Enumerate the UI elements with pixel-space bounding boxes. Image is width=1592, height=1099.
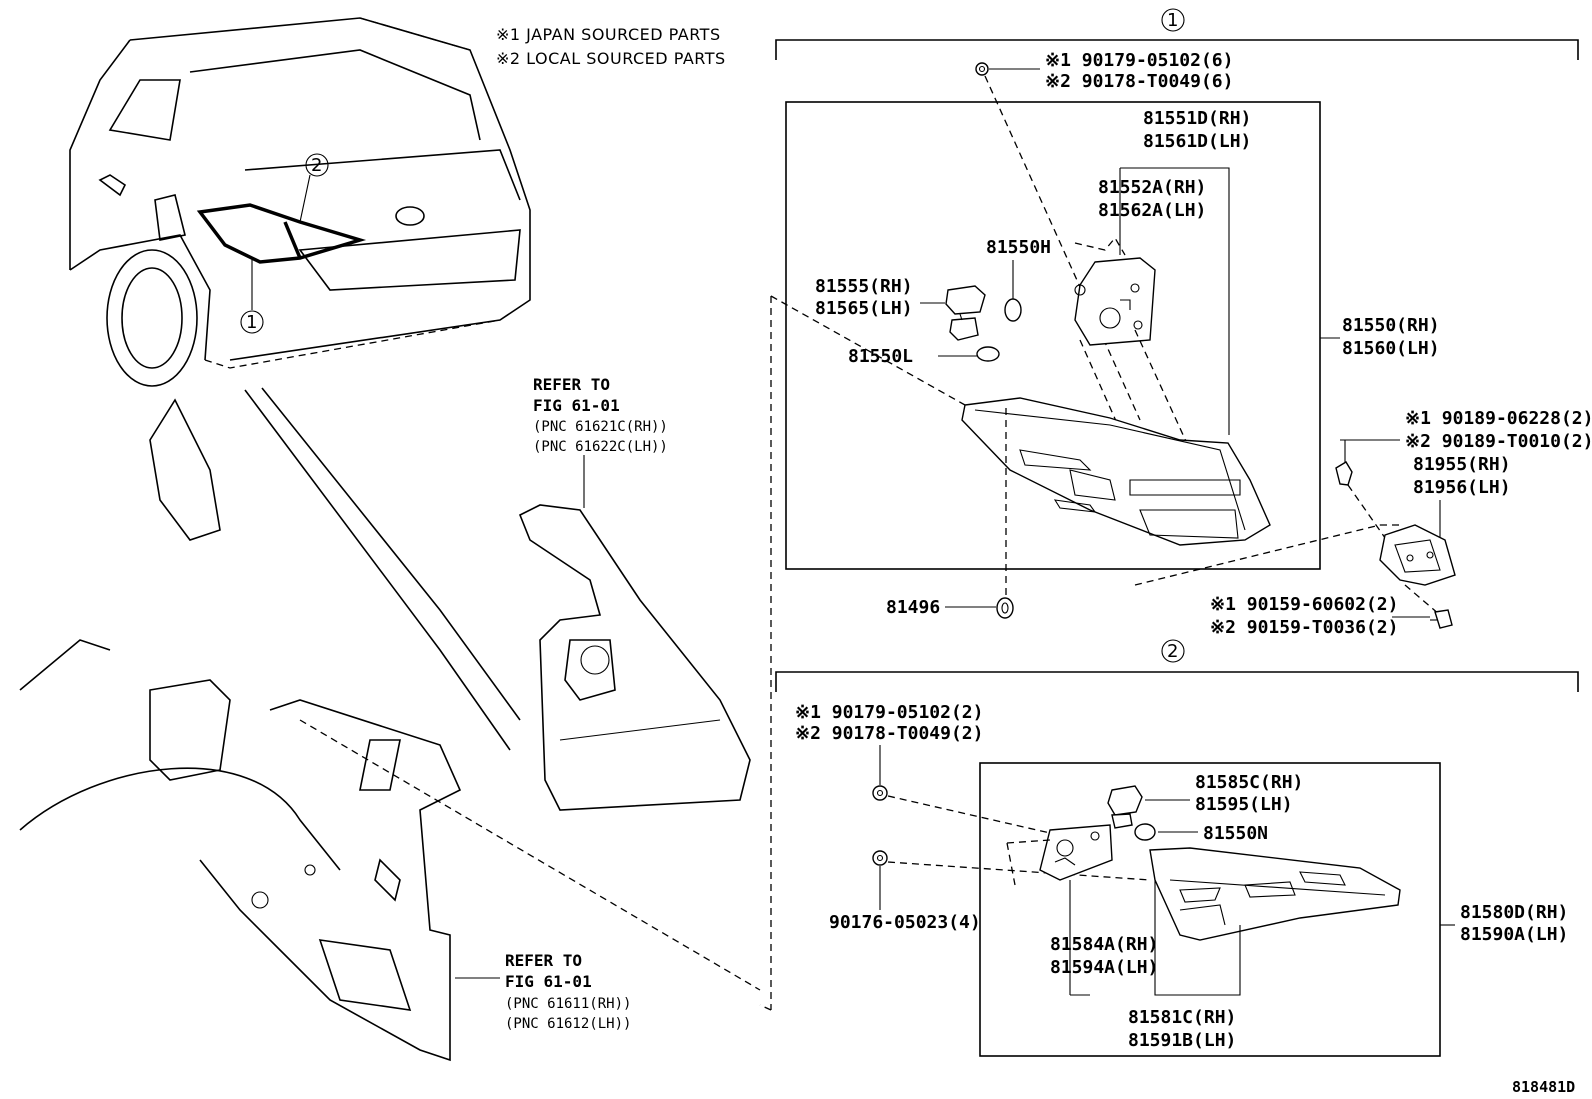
callout-1-label: 1: [246, 312, 257, 333]
g2-lens-lh: 81591B(LH): [1128, 1030, 1236, 1051]
refer-upper-line2: FIG 61-01: [533, 396, 620, 415]
g2-lens-rh: 81581C(RH): [1128, 1007, 1236, 1028]
refer-lower-line1: REFER TO: [505, 951, 582, 970]
g1-bulb-l: 81550L: [848, 346, 913, 367]
callout-2-marker: [305, 153, 329, 177]
refer-lower-line2: FIG 61-01: [505, 972, 592, 991]
bulb-icon: [1134, 823, 1156, 841]
bracket-icon: [1379, 524, 1456, 586]
inner-panel-illustration: [518, 504, 751, 811]
g2-bulb-n: 81550N: [1203, 823, 1268, 844]
refer-lower-pnc-lh: (PNC 61612(LH)): [505, 1016, 631, 1032]
callout-1-marker: [240, 310, 264, 334]
refer-upper-pnc-lh: (PNC 61622C(LH)): [533, 439, 668, 455]
g2-screw-label-1: ※1 90179-05102(2): [795, 702, 983, 723]
g2-screw-3-label: 90176-05023(4): [829, 912, 981, 933]
note-japan-sourced: ※1 JAPAN SOURCED PARTS: [496, 25, 721, 44]
group-1-box: [785, 101, 1321, 570]
bulb-icon: [976, 346, 1000, 362]
group-2-label: 2: [1167, 641, 1178, 662]
g1-screw-label-2: ※2 90178-T0049(6): [1045, 71, 1233, 92]
g2-lamp-lh: 81590A(LH): [1460, 924, 1568, 945]
g1-bracket-lh: 81956(LH): [1413, 477, 1511, 498]
car-rear-illustration: [69, 17, 531, 387]
gasket-icon: [1074, 257, 1156, 346]
g1-clip-label-2: ※2 90189-T0010(2): [1405, 431, 1592, 452]
g2-gasket-rh: 81584A(RH): [1050, 934, 1158, 955]
g1-nut: 81496: [886, 597, 940, 618]
group-1-bracket: [775, 39, 1579, 60]
g1-lens-rh: 81551D(RH): [1143, 108, 1251, 129]
g1-lamp-lh: 81560(LH): [1342, 338, 1440, 359]
g2-socket-lh: 81595(LH): [1195, 794, 1293, 815]
g2-gasket-lh: 81594A(LH): [1050, 957, 1158, 978]
note-local-sourced: ※2 LOCAL SOURCED PARTS: [496, 49, 726, 68]
bolt-icon: [1430, 609, 1453, 629]
quarter-panel-illustration: [19, 387, 521, 1062]
g2-screw-label-2: ※2 90178-T0049(2): [795, 723, 983, 744]
bulb-icon: [1004, 298, 1022, 322]
group-1-label: 1: [1167, 10, 1178, 31]
g1-bulb-h: 81550H: [986, 237, 1051, 258]
g1-socket-rh: 81555(RH): [815, 276, 913, 297]
refer-upper-line1: REFER TO: [533, 375, 610, 394]
g1-screw-label-1: ※1 90179-05102(6): [1045, 50, 1233, 71]
tail-lamp-outer-icon: [961, 397, 1271, 546]
g1-bracket-rh: 81955(RH): [1413, 454, 1511, 475]
g1-clip-label-1: ※1 90189-06228(2): [1405, 408, 1592, 429]
g1-socket-lh: 81565(LH): [815, 298, 913, 319]
g1-bolt-label-2: ※2 90159-T0036(2): [1210, 617, 1398, 638]
group-2-marker: [1161, 639, 1185, 663]
socket-icon: [945, 285, 986, 341]
g1-lamp-rh: 81550(RH): [1342, 315, 1440, 336]
screw-icon: [975, 62, 989, 76]
screw-icon: [872, 785, 888, 801]
back-door-lamp-icon: [1149, 847, 1401, 941]
g1-gasket-lh: 81562A(LH): [1098, 200, 1206, 221]
refer-lower-pnc-rh: (PNC 61611(RH)): [505, 996, 631, 1012]
g1-bolt-label-1: ※1 90159-60602(2): [1210, 594, 1398, 615]
screw-icon: [872, 850, 888, 866]
clip-icon: [1335, 461, 1353, 486]
callout-2-label: 2: [311, 155, 322, 176]
g1-lens-lh: 81561D(LH): [1143, 131, 1251, 152]
leader-dashed-panel: [299, 719, 761, 991]
group-1-marker: [1161, 8, 1185, 32]
nut-icon: [996, 597, 1014, 619]
gasket-icon: [1039, 824, 1113, 881]
g1-gasket-rh: 81552A(RH): [1098, 177, 1206, 198]
g2-socket-rh: 81585C(RH): [1195, 772, 1303, 793]
group-2-bracket: [775, 671, 1579, 692]
figure-id: 818481D: [1512, 1078, 1575, 1096]
refer-upper-pnc-rh: (PNC 61621C(RH)): [533, 419, 668, 435]
g2-lamp-rh: 81580D(RH): [1460, 902, 1568, 923]
group-2-box: [979, 762, 1441, 1057]
socket-icon: [1107, 785, 1143, 829]
